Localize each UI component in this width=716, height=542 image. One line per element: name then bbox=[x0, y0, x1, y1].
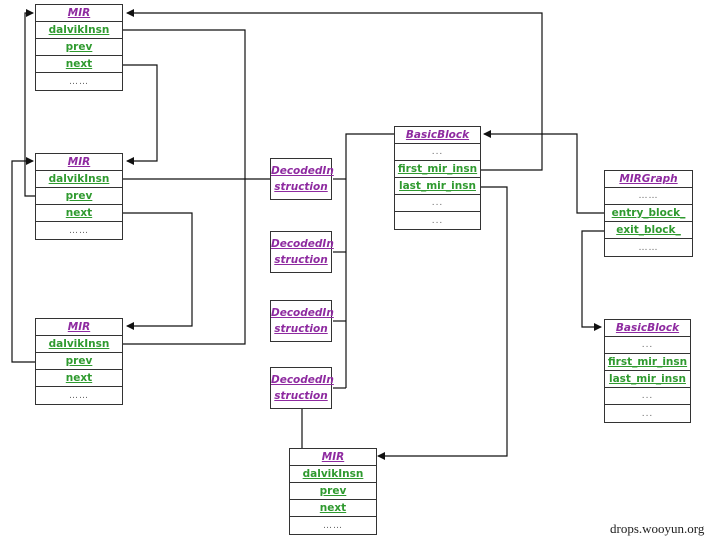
mir-field-next: next bbox=[36, 205, 122, 222]
mir-field-next: next bbox=[36, 370, 122, 387]
mir-graph-ellipsis: …… bbox=[638, 242, 659, 253]
basic-block-ellipsis: ... bbox=[605, 388, 690, 405]
mir-field-dalvikinsn: dalvikInsn bbox=[36, 336, 122, 353]
mir-field-dalvikinsn: dalvikInsn bbox=[290, 466, 376, 483]
basic-block-title: BasicBlock bbox=[395, 127, 480, 144]
mir-field-prev: prev bbox=[36, 39, 122, 56]
mir-field-next: next bbox=[36, 56, 122, 73]
basic-block-ellipsis: ... bbox=[395, 144, 480, 161]
decoded-instruction-node: DecodedIn struction bbox=[270, 231, 334, 273]
basic-block-ellipsis: ... bbox=[395, 195, 480, 212]
wire-mir2-prev bbox=[24, 9, 35, 197]
wire-di-vertical bbox=[345, 133, 394, 388]
mir-field-dalvikinsn: dalvikInsn bbox=[36, 22, 122, 39]
mir-field-prev: prev bbox=[290, 483, 376, 500]
mir-more: …… bbox=[69, 76, 89, 87]
basic-block-field-last-mir-insn: last_mir_insn bbox=[395, 178, 480, 195]
wire-mir1-next bbox=[123, 64, 158, 165]
decoded-instruction-label-1: DecodedIn bbox=[271, 307, 334, 319]
mir-title: MIR bbox=[290, 449, 376, 466]
basic-block-field-last-mir-insn: last_mir_insn bbox=[605, 371, 690, 388]
decoded-instruction-label-2: struction bbox=[274, 181, 328, 193]
mir-graph-node: MIRGraph …… entry_block_ exit_block_ …… bbox=[604, 170, 693, 257]
wire-bb-last bbox=[377, 186, 508, 460]
mir-more: …… bbox=[69, 390, 89, 401]
decoded-instruction-label-1: DecodedIn bbox=[271, 165, 334, 177]
decoded-instruction-label-2: struction bbox=[274, 390, 328, 402]
mir-field-prev: prev bbox=[36, 353, 122, 370]
mir-more: …… bbox=[323, 520, 343, 531]
mir-node: MIR dalvikInsn prev next …… bbox=[35, 318, 123, 405]
basic-block-ellipsis: ... bbox=[641, 408, 654, 419]
decoded-instruction-label-2: struction bbox=[274, 323, 328, 335]
mir-field-dalvikinsn: dalvikInsn bbox=[36, 171, 122, 188]
wire-mir2-next bbox=[123, 212, 193, 330]
mir-node: MIR dalvikInsn prev next …… bbox=[35, 153, 123, 240]
basic-block-ellipsis: ... bbox=[605, 337, 690, 354]
basic-block-ellipsis: ... bbox=[431, 215, 444, 226]
mir-graph-field-exit-block: exit_block_ bbox=[605, 222, 692, 239]
wire-bb-first bbox=[126, 9, 543, 171]
mir-title: MIR bbox=[36, 319, 122, 336]
basic-block-node: BasicBlock ... first_mir_insn last_mir_i… bbox=[394, 126, 481, 230]
mir-field-next: next bbox=[290, 500, 376, 517]
basic-block-field-first-mir-insn: first_mir_insn bbox=[605, 354, 690, 371]
mir-title: MIR bbox=[36, 5, 122, 22]
mir-field-prev: prev bbox=[36, 188, 122, 205]
basic-block-title: BasicBlock bbox=[605, 320, 690, 337]
wire-graph-entry bbox=[483, 130, 604, 214]
mir-node: MIR dalvikInsn prev next …… bbox=[289, 448, 377, 535]
mir-title: MIR bbox=[36, 154, 122, 171]
basic-block-field-first-mir-insn: first_mir_insn bbox=[395, 161, 480, 178]
decoded-instruction-node: DecodedIn struction bbox=[270, 300, 334, 342]
mir-graph-title: MIRGraph bbox=[605, 171, 692, 188]
wire-mir3-prev bbox=[11, 157, 35, 363]
mir-node: MIR dalvikInsn prev next …… bbox=[35, 4, 123, 91]
mir-graph-ellipsis: …… bbox=[605, 188, 692, 205]
decoded-instruction-node: DecodedIn struction bbox=[270, 367, 334, 409]
decoded-instruction-node: DecodedIn struction bbox=[270, 158, 334, 200]
wire-graph-exit bbox=[581, 230, 604, 331]
decoded-instruction-label-1: DecodedIn bbox=[271, 238, 334, 250]
basic-block-node: BasicBlock ... first_mir_insn last_mir_i… bbox=[604, 319, 691, 423]
watermark: drops.wooyun.org bbox=[610, 521, 705, 536]
decoded-instruction-label-1: DecodedIn bbox=[271, 374, 334, 386]
mir-more: …… bbox=[69, 225, 89, 236]
mir-graph-field-entry-block: entry_block_ bbox=[605, 205, 692, 222]
decoded-instruction-label-2: struction bbox=[274, 254, 328, 266]
wire-mir1-dalvik bbox=[123, 29, 246, 345]
